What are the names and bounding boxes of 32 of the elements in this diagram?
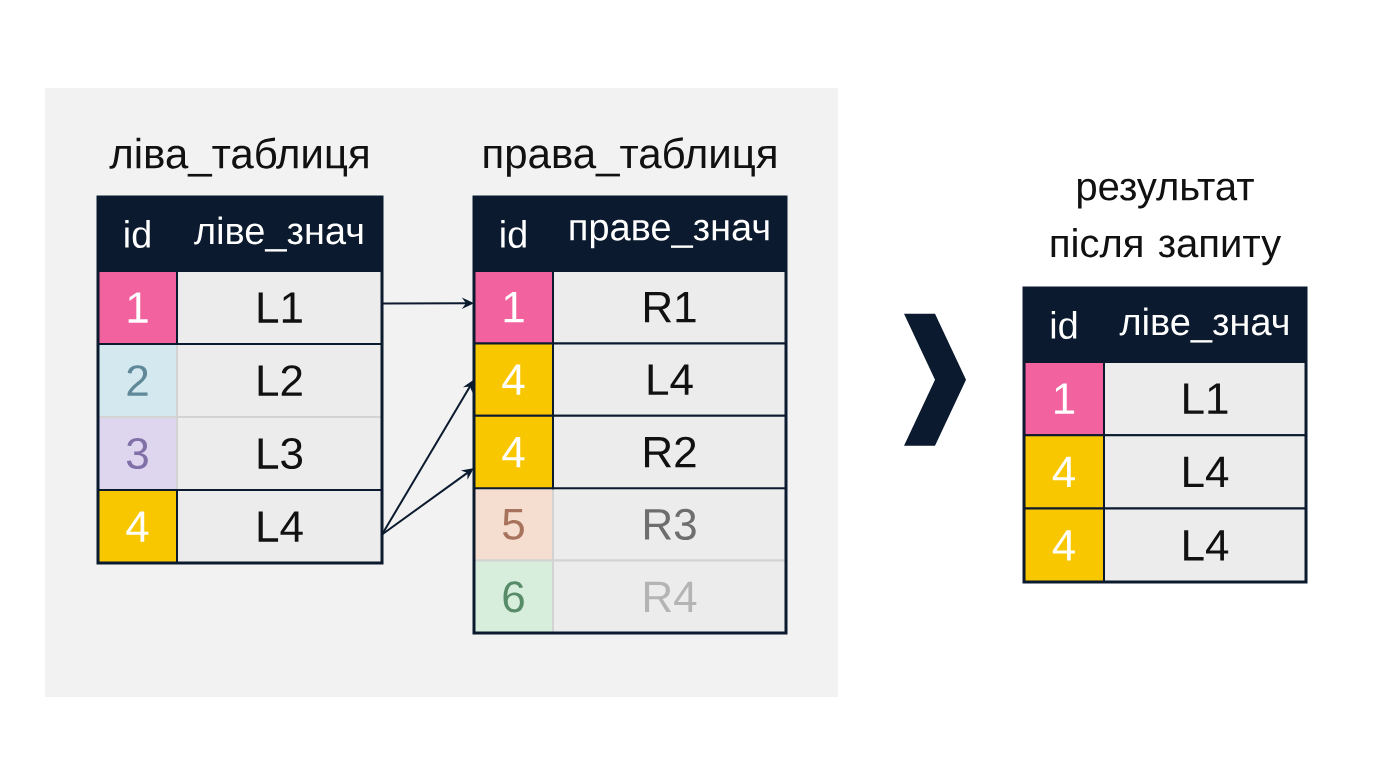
arrow	[381, 468, 474, 536]
value-cell: L1	[1103, 361, 1307, 437]
id-cell: 1	[473, 270, 554, 345]
id-cell: 4	[1023, 507, 1105, 583]
id-cell: 4	[97, 489, 178, 564]
value-cell: R2	[552, 414, 787, 490]
column-header: id	[473, 196, 554, 272]
id-cell: 3	[97, 416, 178, 491]
value-cell: L1	[176, 270, 383, 345]
id-cell: 5	[473, 487, 554, 562]
table-title: ліва_таблиця	[109, 137, 368, 177]
value-cell: R1	[552, 270, 787, 345]
id-cell: 1	[97, 270, 178, 345]
table-title: права_таблиця	[484, 137, 776, 177]
value-cell: L4	[552, 342, 787, 417]
id-cell: 4	[473, 414, 554, 490]
table-title: результат після запиту	[1051, 178, 1282, 266]
value-cell: L3	[176, 416, 383, 491]
id-cell: 4	[1023, 434, 1105, 510]
id-cell: 6	[473, 559, 554, 634]
value-cell: R3	[552, 487, 787, 562]
value-cell: R4	[552, 559, 787, 634]
value-cell: L2	[176, 343, 383, 418]
value-cell: L4	[1103, 507, 1307, 583]
value-cell: L4	[176, 489, 383, 564]
value-cell: L4	[1103, 434, 1307, 510]
chevron-arrow	[904, 313, 966, 446]
id-cell: 2	[97, 343, 178, 418]
column-header: id	[97, 196, 178, 272]
id-cell: 4	[473, 342, 554, 417]
id-cell: 1	[1023, 361, 1105, 437]
column-header: id	[1023, 287, 1105, 363]
